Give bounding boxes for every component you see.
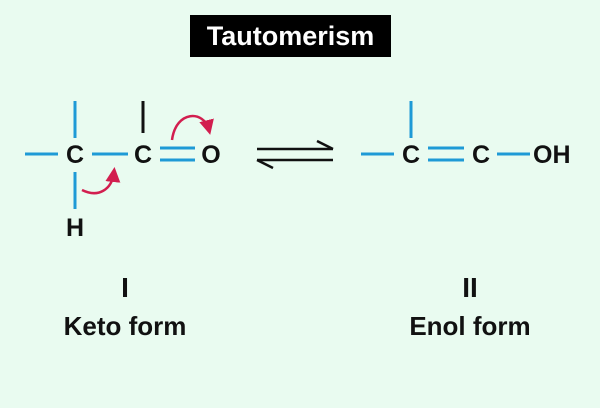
enol-atom-c1: C [402,141,420,169]
keto-numeral: I [121,272,129,304]
keto-form-label: Keto form [64,311,187,342]
keto-atom-o: O [201,141,220,169]
enol-atom-oh: OH [533,141,571,169]
enol-numeral: II [462,272,478,304]
keto-atom-c1: C [66,141,84,169]
page-title: Tautomerism [207,21,375,52]
keto-atom-h: H [66,214,84,242]
keto-atom-c2: C [134,141,152,169]
enol-form-label: Enol form [409,311,530,342]
title-banner: Tautomerism [190,15,391,57]
enol-atom-c2: C [472,141,490,169]
